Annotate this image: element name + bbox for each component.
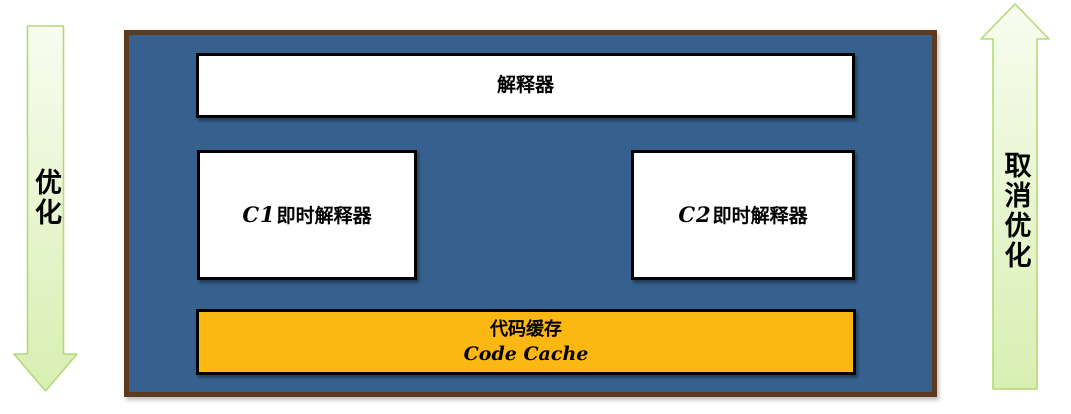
c1-label-zh: 即时解释器 bbox=[276, 204, 372, 227]
optimize-arrow-down-icon bbox=[13, 25, 78, 392]
c1-prefix: C1 bbox=[242, 201, 276, 227]
code-cache-label-zh: 代码缓存 bbox=[490, 319, 562, 341]
interpreter-label: 解释器 bbox=[496, 73, 554, 96]
c2-prefix: C2 bbox=[678, 201, 712, 227]
code-cache-box: 代码缓存 Code Cache bbox=[196, 309, 856, 375]
deoptimize-arrow-up-icon bbox=[980, 3, 1050, 390]
interpreter-box: 解释器 bbox=[196, 53, 855, 118]
c2-compiler-label: C2 即时解释器 bbox=[678, 202, 807, 229]
jvm-container: 解释器 C1 即时解释器 C2 即时解释器 代码缓存 Code Cache bbox=[124, 30, 937, 397]
c2-compiler-box: C2 即时解释器 bbox=[631, 150, 855, 280]
code-cache-label-en: Code Cache bbox=[463, 342, 589, 365]
c2-label-zh: 即时解释器 bbox=[712, 204, 808, 227]
c1-compiler-label: C1 即时解释器 bbox=[242, 202, 371, 229]
c1-compiler-box: C1 即时解释器 bbox=[197, 150, 417, 280]
